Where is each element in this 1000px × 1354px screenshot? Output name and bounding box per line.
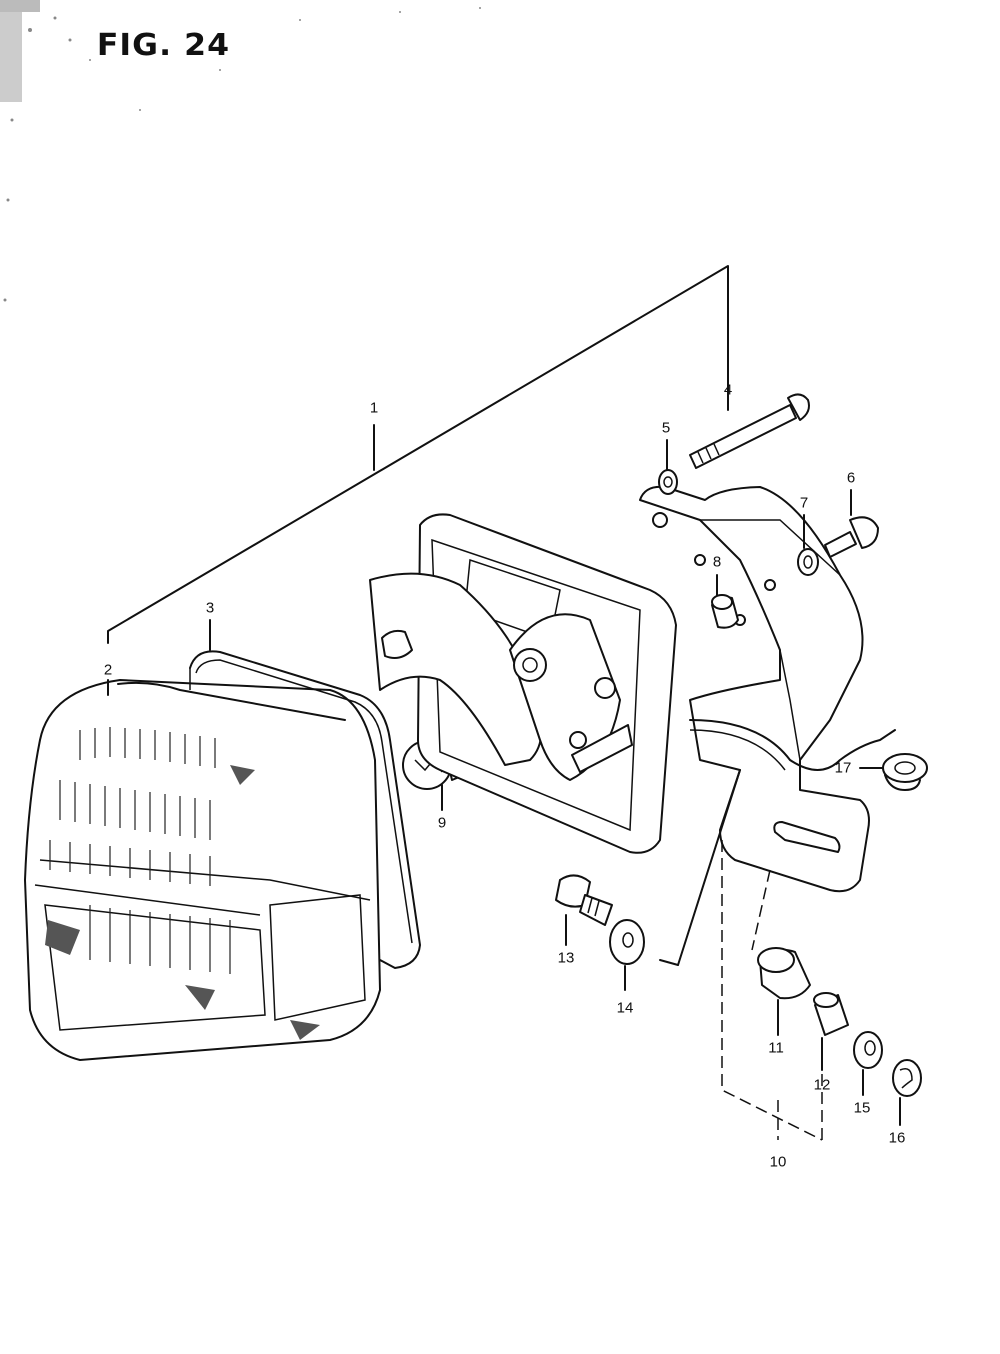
- mounting-bracket: [639, 485, 896, 893]
- callout-5: 5: [661, 419, 671, 437]
- part-3-gasket: [189, 650, 421, 969]
- part-4-bolt: [689, 393, 810, 469]
- callout-7: 7: [799, 494, 809, 512]
- part-6-screw: [824, 516, 879, 558]
- figure-title: FIG. 24: [96, 28, 231, 63]
- part-16-nut: [892, 1059, 922, 1097]
- scan-noise: [0, 0, 481, 302]
- callout-4: 4: [723, 381, 733, 399]
- part-12-collar: [813, 992, 849, 1036]
- part-5-washer: [658, 469, 678, 495]
- callout-2: 2: [103, 661, 113, 679]
- callout-11: 11: [768, 1039, 784, 1057]
- callout-14: 14: [616, 999, 634, 1017]
- part-15-washer: [853, 1031, 883, 1069]
- callout-15: 15: [853, 1099, 871, 1117]
- assembly-leader-lines: [107, 265, 729, 644]
- callout-6: 6: [846, 469, 856, 487]
- callout-12: 12: [813, 1076, 831, 1094]
- callout-8: 8: [712, 553, 722, 571]
- callout-16: 16: [888, 1129, 906, 1147]
- part-14-washer: [609, 919, 645, 965]
- socket-plate: [369, 513, 677, 854]
- part-8-spacer: [711, 594, 739, 629]
- callout-3: 3: [205, 599, 215, 617]
- part-17-grommet: [882, 753, 928, 791]
- part-7-lock-washer: [797, 548, 819, 576]
- callout-leaders: [107, 439, 901, 1141]
- callout-9: 9: [437, 814, 447, 832]
- part-11-cushion: [757, 947, 811, 1000]
- callout-10: 10: [769, 1153, 787, 1171]
- callout-17: 17: [834, 759, 852, 777]
- callout-13: 13: [557, 949, 575, 967]
- callout-1: 1: [369, 399, 379, 417]
- part-2-lens: [24, 679, 381, 1061]
- part-13-bolt: [555, 874, 613, 926]
